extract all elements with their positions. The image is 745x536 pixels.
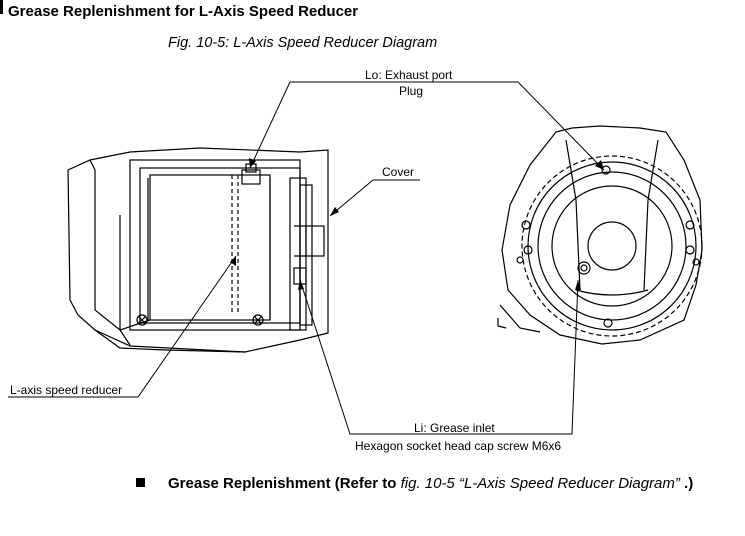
paragraph-lead: Grease Replenishment (Refer to [168,475,401,492]
section-heading: Grease Replenishment for L-Axis Speed Re… [8,3,359,20]
label-cover: Cover [382,165,414,179]
label-exhaust-port: Lo: Exhaust port [365,68,453,82]
label-cap-screw: Hexagon socket head cap screw M6x6 [355,439,561,453]
figure-caption: Fig. 10-5: L-Axis Speed Reducer Diagram [168,35,438,51]
label-speed-reducer: L-axis speed reducer [10,383,122,397]
page-edge-mark [0,0,3,14]
paragraph-tail: .) [679,475,694,492]
replenishment-paragraph: Grease Replenishment (Refer to fig. 10-5… [168,474,728,494]
label-plug: Plug [399,84,423,98]
bullet-square [136,478,145,487]
front-view-drawing [497,125,703,345]
label-grease-inlet: Li: Grease inlet [414,421,495,435]
leader-arrowheads [230,158,604,290]
leader-lines [8,81,605,435]
side-view-drawing [67,147,329,353]
figure-reference-link[interactable]: fig. 10-5 “L-Axis Speed Reducer Diagram” [400,475,680,492]
